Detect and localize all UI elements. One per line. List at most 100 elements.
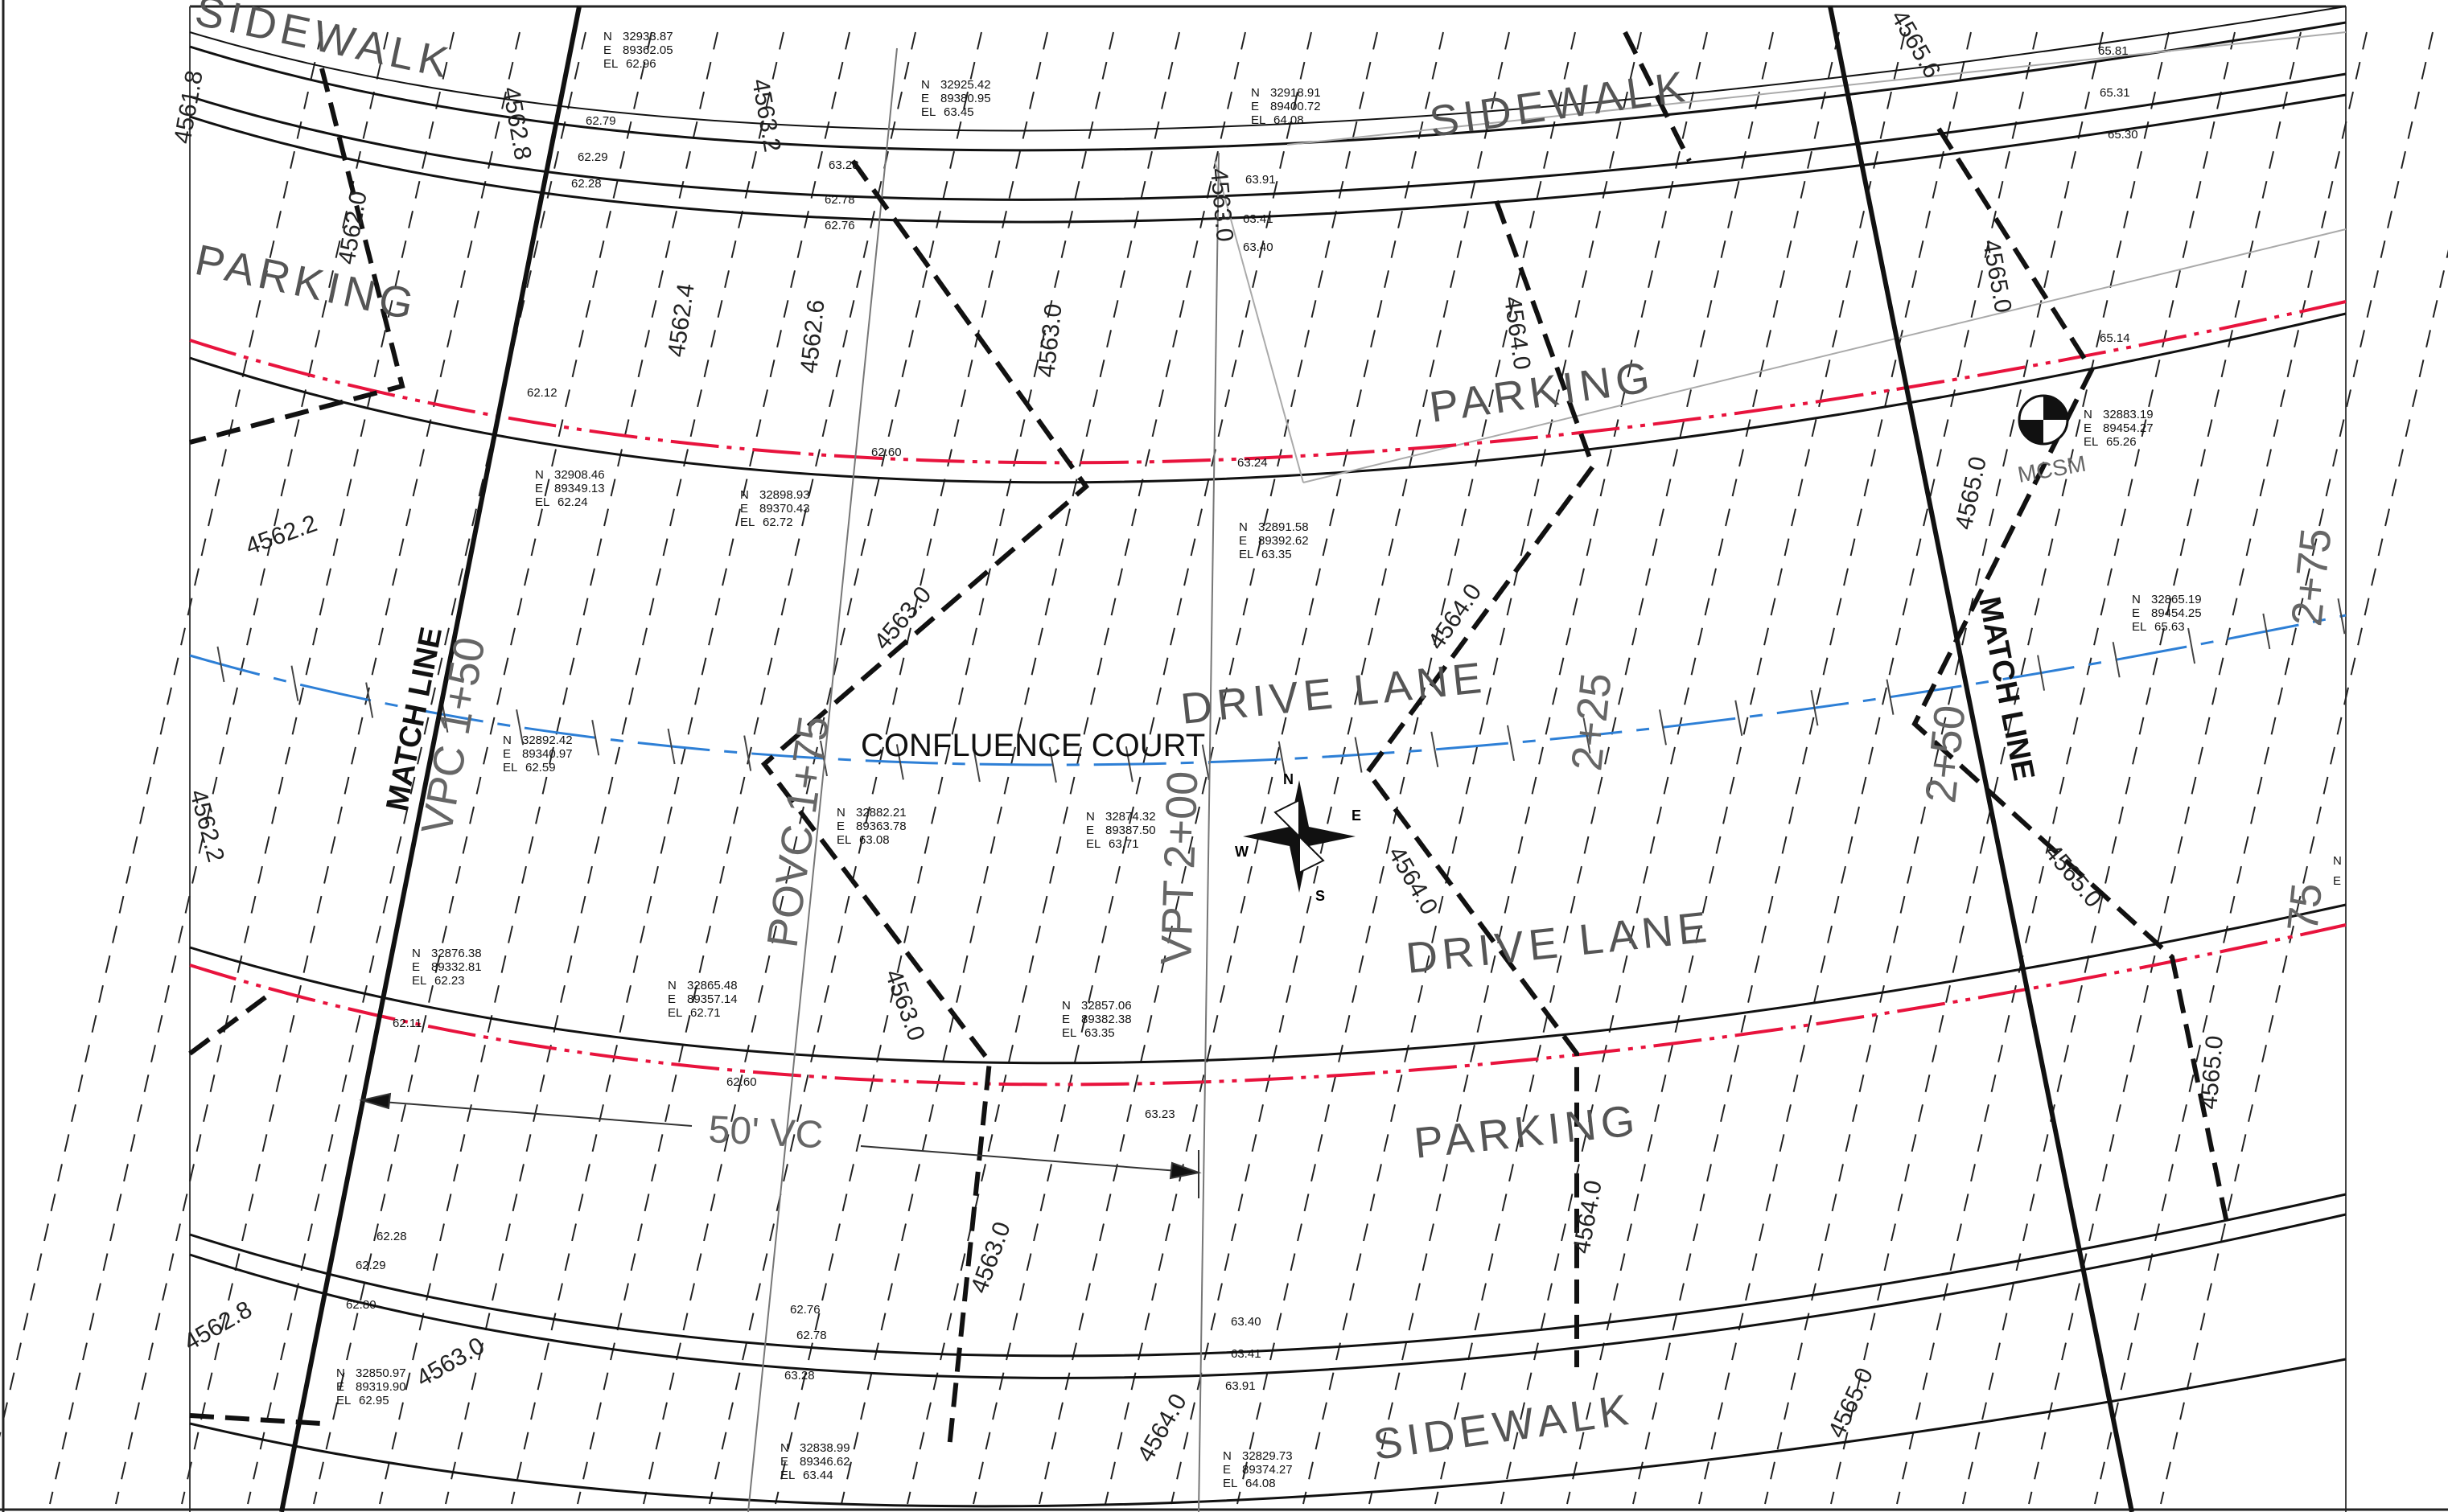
survey-point-n: 32850.97: [356, 1366, 406, 1380]
spot-elevation: 65.14: [2100, 331, 2130, 345]
lip-of-gutter-south: [189, 1213, 2347, 1379]
survey-point-prefix-n: N: [668, 979, 677, 992]
hatch-line: [379, 31, 718, 1505]
survey-point-el: 64.08: [1273, 113, 1304, 127]
grading-hatch: [0, 31, 2448, 1505]
curb-line-north: [189, 300, 2347, 465]
survey-point-prefix-e: E: [412, 960, 420, 974]
hatch-line: [775, 31, 1114, 1505]
spot-elevation: 63.40: [1231, 1315, 1261, 1329]
survey-point-n: 32874.32: [1105, 810, 1156, 824]
spot-elevation: 63.23: [1145, 1107, 1175, 1121]
survey-point-n: 32918.91: [1270, 86, 1321, 100]
survey-point-prefix-n: N: [1062, 999, 1071, 1013]
survey-point-prefix-e: E: [1239, 534, 1247, 548]
curb-line-south: [189, 923, 2347, 1087]
vc-length-label: 50' VC: [707, 1108, 824, 1157]
survey-point-prefix-n: N: [740, 488, 749, 502]
centerline-tick: [1048, 746, 1057, 783]
street-name: CONFLUENCE COURT: [861, 728, 1205, 763]
hatch-line: [1236, 31, 1576, 1505]
match-line-west: [279, 6, 582, 1512]
centerline-tick: [1277, 741, 1286, 778]
hatch-line: [1171, 31, 1510, 1505]
major-contours: [188, 31, 2231, 1448]
hatch-line: [115, 31, 455, 1505]
survey-point-e: 89392.62: [1258, 534, 1309, 548]
spot-elevation: 63.28: [784, 1369, 815, 1383]
station-lines: [747, 47, 1220, 1512]
survey-point-e: 89362.05: [623, 43, 673, 57]
contour-edge-2: [189, 1413, 323, 1426]
contour-edge: [188, 995, 267, 1056]
survey-point-n: 32829.73: [1242, 1449, 1293, 1463]
survey-point-prefix-n: N: [503, 733, 512, 747]
survey-point-prefix-e: E: [1251, 100, 1259, 113]
flowline-south: [189, 903, 2347, 1065]
survey-point-prefix-n: N: [1086, 810, 1095, 824]
spot-elevation: 62.78: [825, 193, 855, 207]
contour-label: 4563.0: [1205, 167, 1238, 243]
survey-point-el: 63.35: [1084, 1026, 1115, 1040]
survey-point-prefix-el: EL: [336, 1394, 351, 1407]
survey-point-e: 89370.43: [759, 502, 810, 516]
survey-point-prefix-e: E: [1223, 1463, 1231, 1477]
benchmark-quadrant: [2043, 396, 2067, 420]
hatch-line: [1764, 31, 2104, 1505]
spot-elevation: 63.24: [1237, 456, 1268, 470]
spot-elevation: 62.11: [393, 1017, 422, 1030]
centerline-tick: [1658, 709, 1667, 746]
survey-point-prefix-el: EL: [780, 1469, 795, 1482]
survey-point-n: 32838.99: [800, 1441, 850, 1455]
survey-point-e: 89357.14: [687, 992, 738, 1006]
back-of-curb-north: [189, 72, 2347, 201]
survey-point-el: 62.96: [626, 57, 656, 71]
centerline-tick: [1201, 744, 1210, 780]
survey-point-prefix-el: EL: [1086, 837, 1101, 851]
sta-275-label: 2+75: [2282, 526, 2340, 628]
lip-of-gutter-north: [189, 93, 2347, 224]
centerline-tick: [972, 746, 981, 783]
survey-point-e: 89349.13: [554, 482, 605, 495]
hatch-line: [247, 31, 586, 1505]
station-line-povc: [747, 47, 898, 1512]
centerline-tick: [2337, 598, 2346, 635]
survey-point-n: 32883.19: [2103, 408, 2154, 421]
centerline-tick: [216, 646, 225, 683]
spot-elevation: 62.12: [527, 386, 557, 400]
spot-elevation: 63.41: [1243, 212, 1273, 226]
contour-4562-0: [189, 68, 405, 445]
survey-point-el: 63.08: [859, 833, 890, 847]
survey-point-e: 89374.27: [1242, 1463, 1293, 1477]
centerline-tick: [1810, 690, 1819, 726]
vpt-label: VPT 2+00: [1152, 770, 1207, 966]
edge-fragment-e: E: [2333, 874, 2341, 888]
survey-point-prefix-el: EL: [1239, 548, 1253, 561]
spot-elevation: 63.40: [1243, 240, 1273, 254]
flowline-north: [189, 312, 2347, 484]
survey-point-prefix-el: EL: [1223, 1477, 1237, 1490]
north-arrow: N E S W: [1235, 771, 1361, 904]
survey-point-prefix-el: EL: [503, 761, 517, 774]
survey-point-prefix-e: E: [780, 1455, 788, 1469]
hatch-line: [973, 31, 1312, 1505]
spot-elevation: 62.79: [586, 114, 616, 128]
spot-elevation: 62.78: [796, 1329, 827, 1342]
centerline-tick: [2187, 627, 2196, 664]
survey-point-prefix-n: N: [837, 806, 845, 820]
survey-point-prefix-n: N: [2084, 408, 2092, 421]
survey-point-e: 89363.78: [856, 820, 907, 833]
contour-4564-0: [1364, 199, 1596, 1367]
hatch-line: [511, 31, 850, 1505]
survey-point-prefix-e: E: [837, 820, 845, 833]
compass-e: E: [1352, 807, 1361, 824]
survey-point-prefix-e: E: [603, 43, 611, 57]
survey-point-prefix-e: E: [535, 482, 543, 495]
